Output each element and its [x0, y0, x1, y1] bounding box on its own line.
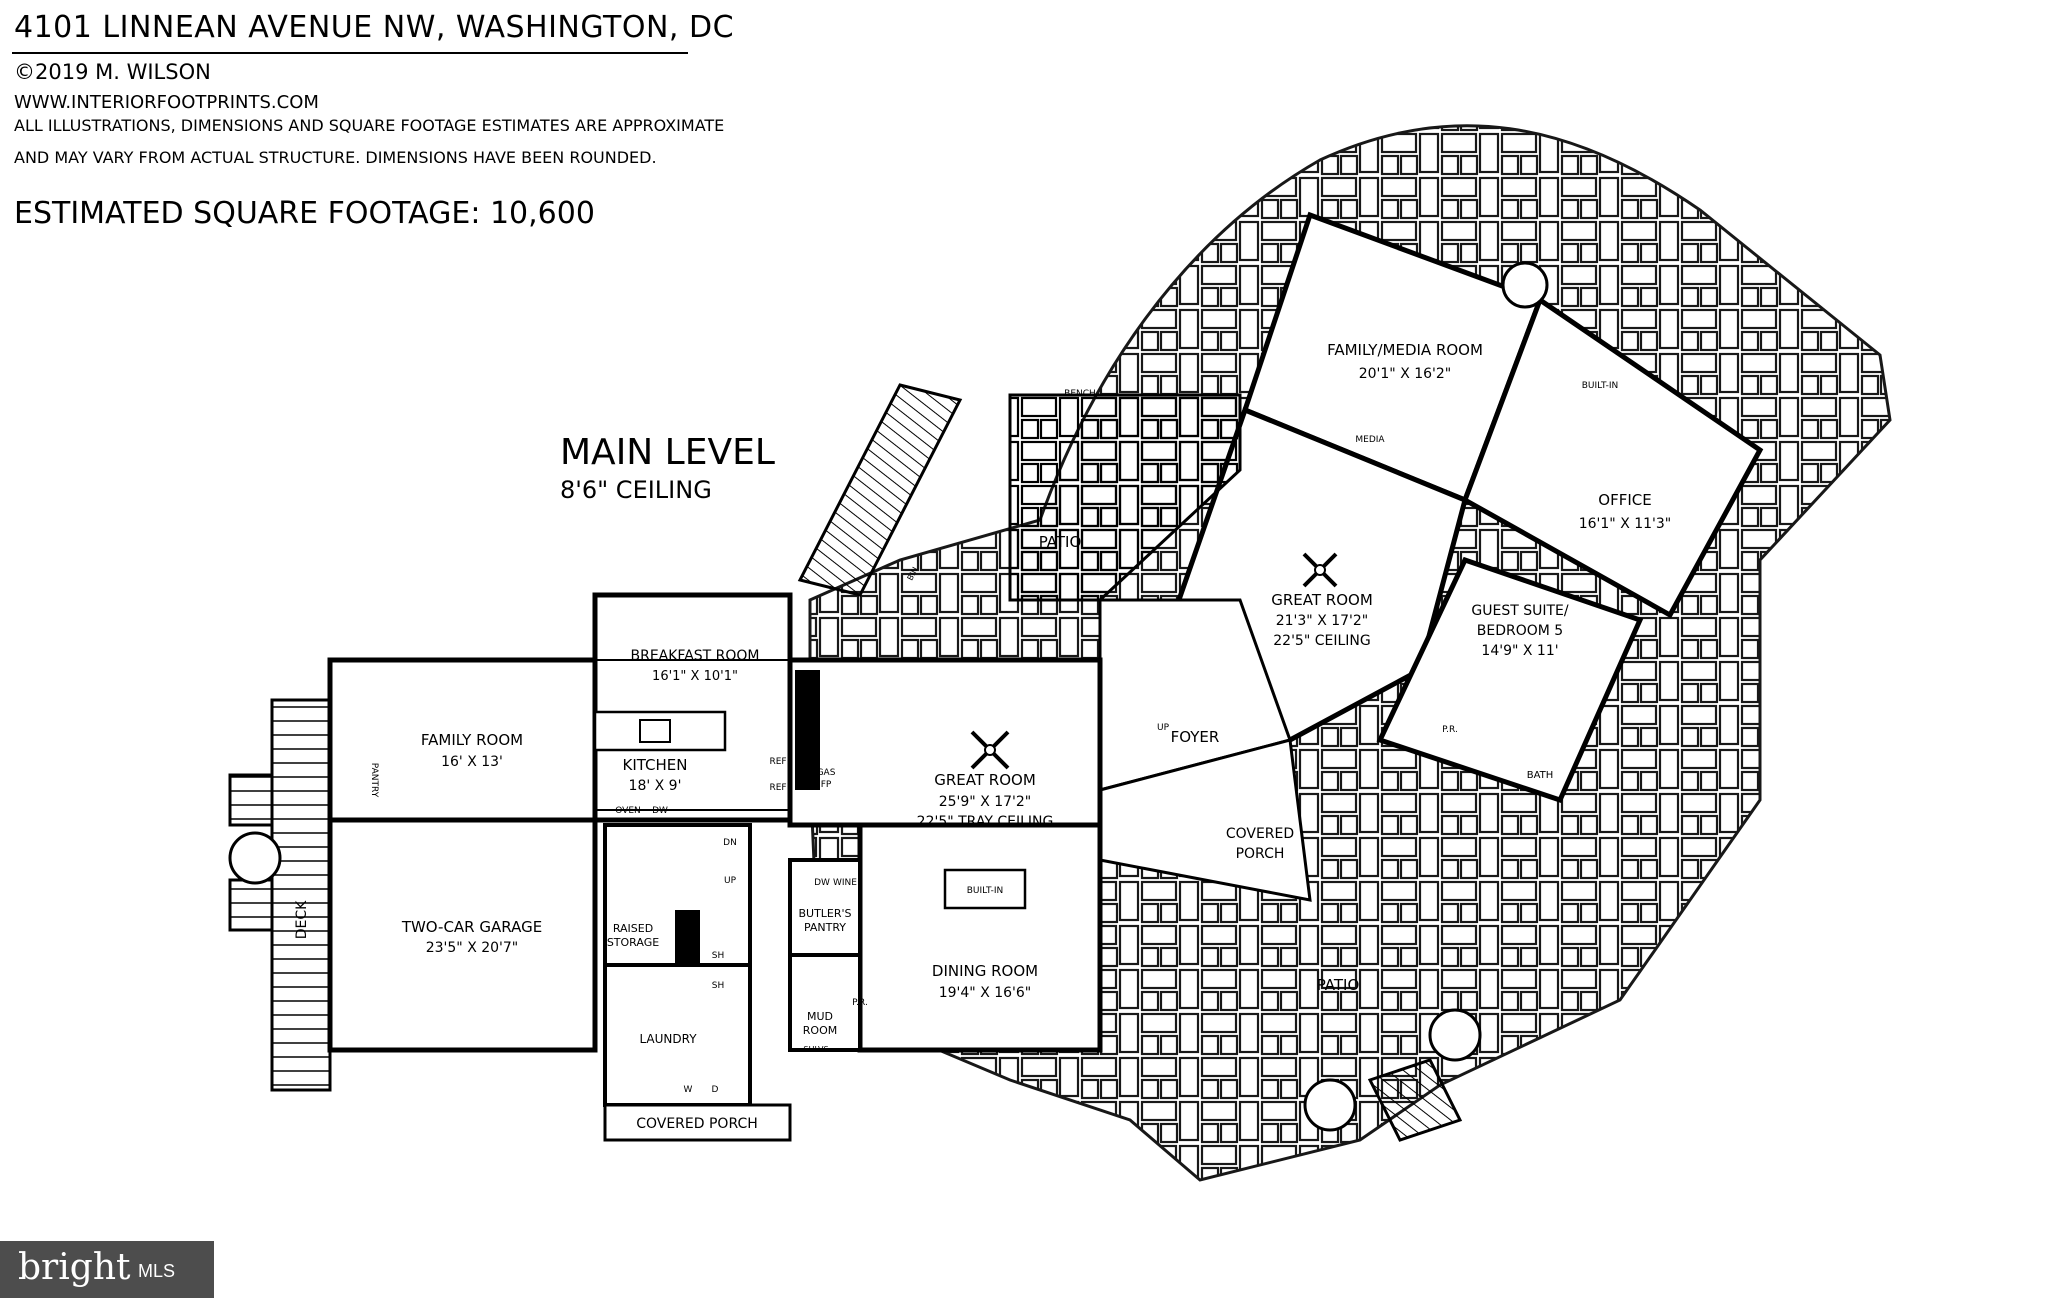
wine-label: WINE — [833, 878, 857, 888]
tree-icon — [1428, 1008, 1482, 1062]
laundry-label: LAUNDRY — [639, 1032, 697, 1046]
dw-label-2: DW — [814, 878, 830, 888]
dining-dims: 19'4" X 16'6" — [939, 985, 1032, 1001]
fp-label: FP — [821, 780, 832, 790]
deck-stairs — [228, 773, 274, 827]
level-title: MAIN LEVEL — [560, 432, 775, 473]
guest-suite-dims: 14'9" X 11' — [1481, 643, 1558, 659]
raised-label: RAISED — [613, 922, 653, 935]
pantry-label: PANTRY — [369, 763, 379, 798]
dryer-label: D — [712, 1085, 719, 1095]
logo-suffix: MLS — [138, 1261, 176, 1281]
level-ceiling: 8'6" CEILING — [560, 476, 712, 504]
great-room-2-dims: 21'3" X 17'2" — [1276, 613, 1369, 629]
built-in-label-office: BUILT-IN — [1582, 381, 1619, 391]
shlvs-label: SHLVS — [803, 1045, 828, 1054]
family-dims: 16' X 13' — [441, 754, 503, 770]
oven-label: OVEN — [615, 806, 641, 816]
great-room-2-ceiling: 22'5" CEILING — [1273, 633, 1370, 649]
bright-mls-logo: bright MLS — [0, 1241, 214, 1298]
header-rule — [12, 52, 688, 54]
shelves-label: SHELVES — [807, 705, 817, 745]
raised-label-2: STORAGE — [607, 936, 659, 949]
dining-room — [857, 822, 1103, 1053]
patio-top-area — [1008, 393, 1242, 602]
pr-label-2: P.R. — [1442, 725, 1458, 735]
dining-label: DINING ROOM — [932, 962, 1038, 980]
patio-top-label: PATIO — [1039, 533, 1082, 551]
covered-porch-2 — [603, 1103, 792, 1142]
great-room-1-ceiling: 22'5" TRAY CEILING — [917, 814, 1054, 830]
mud-label: MUD — [807, 1010, 833, 1023]
built-in-label-dining: BUILT-IN — [967, 886, 1004, 896]
ceiling-fan-icon — [1302, 552, 1338, 588]
breakfast-dims: 16'1" X 10'1" — [652, 669, 738, 684]
square-footage: ESTIMATED SQUARE FOOTAGE: 10,600 — [14, 196, 595, 231]
disclaimer-line-1: ALL ILLUSTRATIONS, DIMENSIONS AND SQUARE… — [14, 116, 725, 135]
guest-suite-label: GUEST SUITE/ — [1471, 603, 1568, 619]
deck-stairs-2 — [228, 878, 274, 932]
office-label: OFFICE — [1598, 491, 1651, 509]
covered-porch-1-label: COVERED — [1226, 826, 1294, 842]
sh-label: SH — [712, 951, 724, 961]
website: WWW.INTERIORFOOTPRINTS.COM — [14, 92, 319, 113]
great-room-1-label: GREAT ROOM — [934, 771, 1036, 789]
office-dims: 16'1" X 11'3" — [1579, 516, 1672, 532]
up-label-foyer: UP — [1157, 723, 1170, 733]
mud-room — [788, 953, 862, 1052]
gas-label: GAS — [817, 768, 836, 778]
bench-label: BENCH — [1064, 389, 1096, 399]
great-room-1-dims: 25'9" X 17'2" — [939, 794, 1032, 810]
kitchen-dims: 18' X 9' — [629, 778, 682, 794]
bath-label: BATH — [1527, 770, 1554, 781]
tree-icon — [228, 831, 282, 885]
butlers-label: BUTLER'S — [798, 907, 851, 920]
covered-porch-1-label-2: PORCH — [1236, 846, 1285, 862]
ceiling-fan-icon — [970, 730, 1010, 770]
butlers-label-2: PANTRY — [804, 921, 846, 934]
sh-label-2: SH — [712, 981, 724, 991]
dining-built-in — [943, 868, 1027, 910]
exterior-stairs — [797, 383, 963, 597]
guest-suite-label-2: BEDROOM 5 — [1477, 623, 1563, 639]
garage-label: TWO-CAR GARAGE — [401, 918, 542, 936]
washer-label: W — [684, 1085, 693, 1095]
tree-icon — [1303, 1078, 1357, 1132]
cooktop-icon — [639, 719, 671, 743]
porch-stairs — [1367, 1058, 1463, 1142]
laundry — [603, 963, 752, 1107]
guest-suite — [1376, 556, 1644, 804]
deck-label: DECK — [294, 900, 310, 939]
disclaimer-line-2: AND MAY VARY FROM ACTUAL STRUCTURE. DIME… — [14, 148, 657, 167]
family-label: FAMILY ROOM — [421, 731, 523, 749]
tree-icon — [1501, 261, 1549, 309]
breakfast-room — [592, 592, 793, 823]
dw-label: DW — [652, 806, 668, 816]
garage-dims: 23'5" X 20'7" — [426, 940, 519, 956]
great-room-1 — [787, 657, 1103, 828]
ref-label-2: REF — [769, 783, 786, 793]
dn-label: DN — [723, 838, 737, 848]
patio-bottom-label: PATIO — [1317, 976, 1360, 994]
family-media-dims: 20'1" X 16'2" — [1359, 366, 1452, 382]
breakfast-label: BREAKFAST ROOM — [630, 648, 759, 664]
mud-label-2: ROOM — [803, 1024, 837, 1037]
raised-storage-block — [675, 910, 700, 965]
property-address: 4101 LINNEAN AVENUE NW, WASHINGTON, DC — [14, 10, 735, 45]
pr-label: P.R. — [852, 998, 868, 1008]
ref-label: REF — [769, 757, 786, 767]
foyer-label: FOYER — [1171, 728, 1220, 746]
covered-porch-2-label: COVERED PORCH — [636, 1116, 758, 1132]
copyright: ©2019 M. WILSON — [14, 60, 211, 84]
fireplace — [795, 670, 820, 790]
office — [1461, 296, 1764, 619]
kitchen-label: KITCHEN — [623, 756, 688, 774]
family-media-label: FAMILY/MEDIA ROOM — [1327, 341, 1483, 359]
up-label: UP — [724, 876, 737, 886]
media-label: MEDIA — [1355, 435, 1385, 445]
great-room-2-label: GREAT ROOM — [1271, 591, 1373, 609]
deck — [270, 698, 332, 1092]
logo-brand: bright — [18, 1247, 131, 1288]
